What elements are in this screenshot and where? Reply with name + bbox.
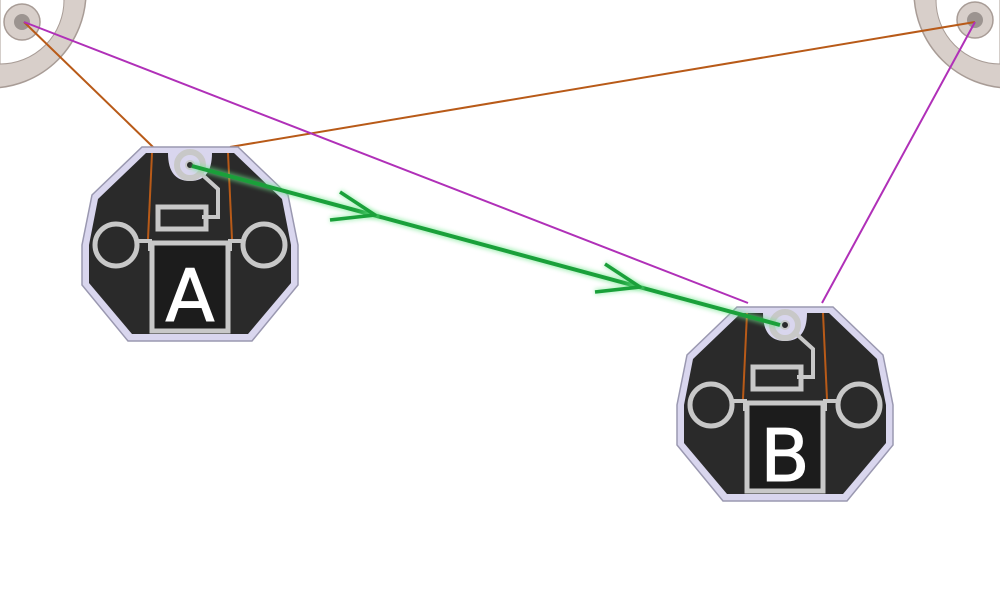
- move-arrow-a-to-b: [191, 162, 781, 329]
- string-right-to-b: [821, 21, 976, 304]
- quarter-pulley-icon: [0, 0, 87, 89]
- string-left-to-b: [23, 21, 749, 304]
- anchor-top-right: [913, 0, 1000, 89]
- carriage-b: B: [677, 307, 893, 501]
- carriage-label-a: A: [165, 254, 214, 338]
- carriage-a: A: [82, 147, 298, 341]
- string-right-to-a: [229, 21, 976, 148]
- double-chevron-arrow-icon: [191, 162, 781, 329]
- quarter-pulley-icon: [913, 0, 1000, 89]
- anchor-top-left: [0, 0, 87, 89]
- carriage-label-b: B: [760, 414, 809, 498]
- string-left-to-a: [23, 21, 154, 148]
